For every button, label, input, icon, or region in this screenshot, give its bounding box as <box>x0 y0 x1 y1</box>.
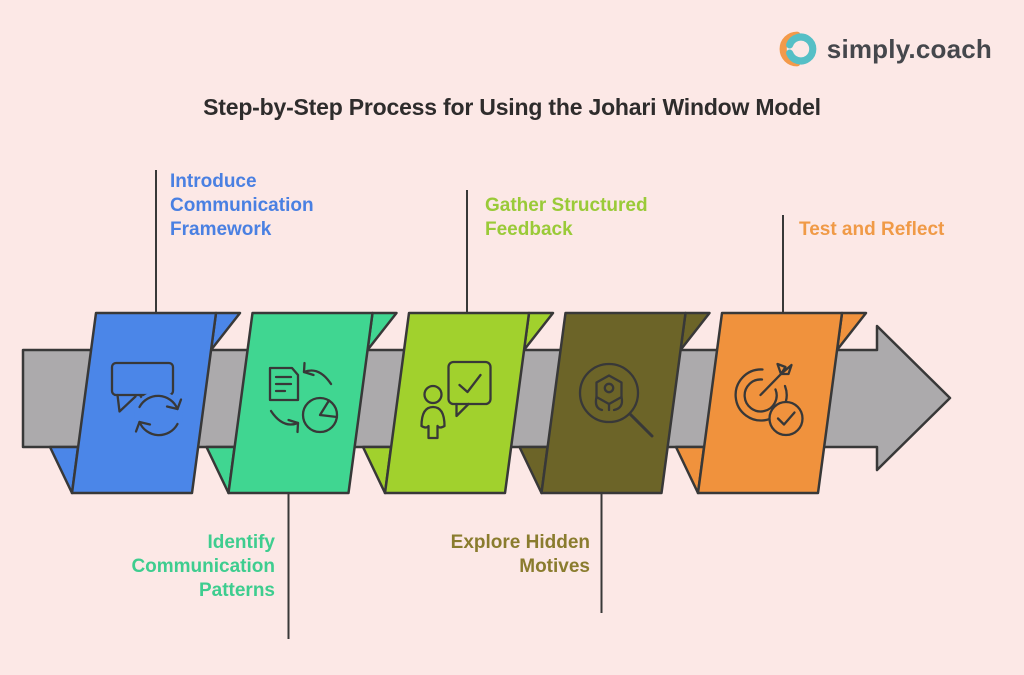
person-feedback-check-icon <box>420 360 492 440</box>
page-title: Step-by-Step Process for Using the Johar… <box>203 94 821 120</box>
simply-coach-logo-icon <box>779 31 817 67</box>
step-2-banner <box>205 311 398 495</box>
step-5-label: Test and Reflect <box>799 219 945 240</box>
step-5-banner-face <box>696 311 844 495</box>
step-3-banner <box>361 311 555 495</box>
brand-wordmark: simply.coach <box>826 33 992 64</box>
step-1-label: Introduce Communication Framework <box>170 171 314 240</box>
brand-logo: simply.coach <box>776 27 992 71</box>
step-2-banner-face <box>227 311 374 495</box>
step-2-label: Identify Communication Patterns <box>131 532 275 601</box>
logo-teal-arc <box>785 33 817 65</box>
step-3-label: Gather Structured Feedback <box>485 195 648 240</box>
logo-orange-arc <box>779 31 801 67</box>
step-4-banner <box>518 311 711 495</box>
document-to-pie-chart-icon <box>268 361 339 434</box>
step-5-banner <box>674 311 868 495</box>
step-4-banner-face <box>540 311 687 495</box>
step-1-banner <box>48 311 242 495</box>
magnifying-glass-motive-icon <box>578 362 654 438</box>
target-arrow-check-icon <box>734 362 804 437</box>
chat-refresh-icon <box>110 361 183 440</box>
step-4-label: Explore Hidden Motives <box>450 532 590 577</box>
